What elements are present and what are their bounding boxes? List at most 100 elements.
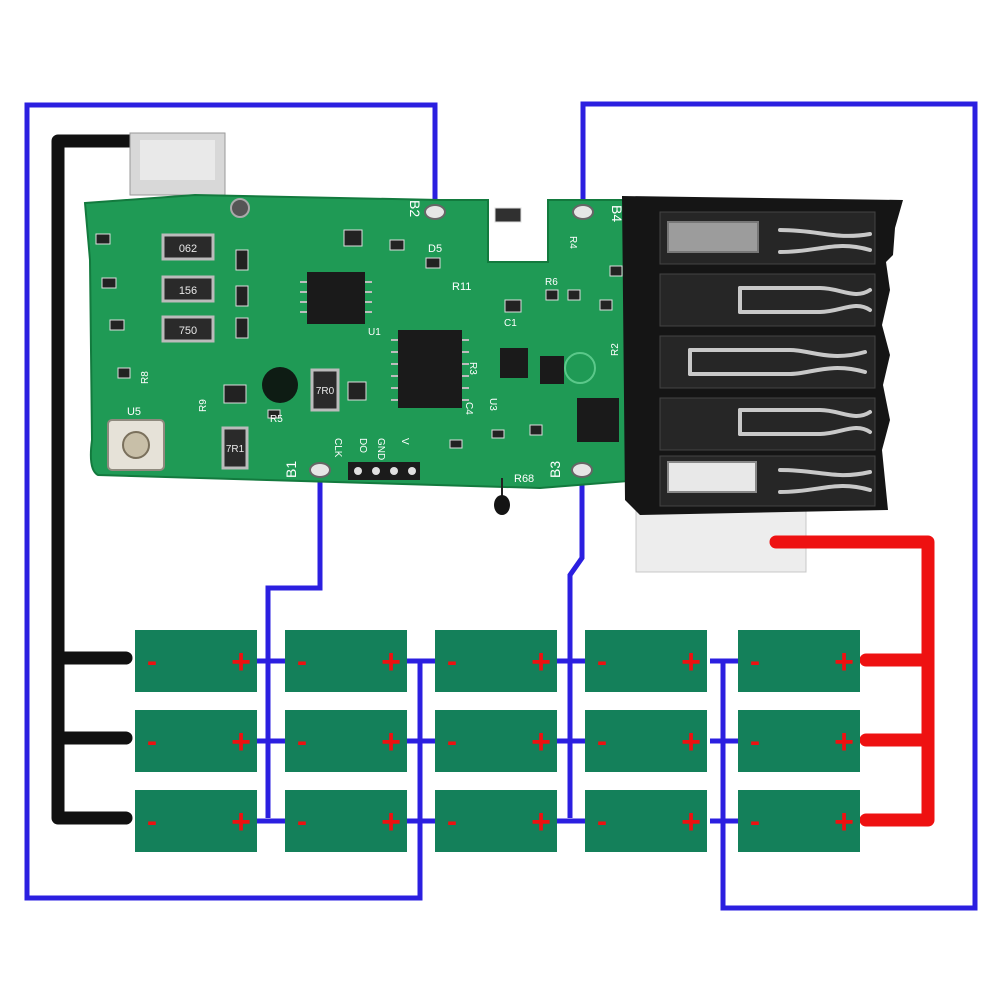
cell-negative-sign: - [297, 725, 307, 758]
pad-label-b1: B1 [283, 461, 299, 478]
cell-positive-sign: + [231, 643, 251, 681]
pcb-mount-hole [564, 352, 596, 384]
pcb-thermistor [494, 495, 510, 515]
cell-positive-sign: + [834, 723, 854, 761]
pcb-resistor [161, 315, 215, 343]
pcb-body [83, 193, 641, 490]
resistor-code: 156 [179, 285, 197, 297]
cell-negative-sign: - [297, 645, 307, 678]
cell-negative-sign: - [147, 645, 157, 678]
pcb-pad-b3 [571, 462, 593, 478]
resistor-code: 7R0 [316, 386, 335, 397]
pad-label-b4: B4 [609, 205, 625, 222]
resistor-code: 7R1 [226, 444, 245, 455]
battery-cell [285, 710, 407, 772]
cell-negative-sign: - [597, 725, 607, 758]
silk-c4: C4 [463, 402, 474, 415]
silk-v: V [399, 438, 410, 445]
cell-positive-sign: + [681, 803, 701, 841]
pcb-chip-u1 [398, 330, 462, 408]
cell-positive-sign: + [381, 723, 401, 761]
cell-positive-sign: + [531, 803, 551, 841]
battery-cell [585, 790, 707, 852]
cell-negative-sign: - [147, 805, 157, 838]
cell-negative-sign: - [447, 805, 457, 838]
wire-b4 [580, 101, 978, 911]
cell-positive-sign: + [381, 803, 401, 841]
silk-r68: R68 [514, 473, 534, 485]
terminal-connector [622, 196, 903, 573]
pcb-resistor [161, 275, 215, 303]
cell-positive-sign: + [531, 723, 551, 761]
pcb-header-pin [372, 467, 380, 475]
silk-r4: R4 [567, 236, 578, 249]
cell-negative-sign: - [597, 805, 607, 838]
cell-positive-sign: + [834, 803, 854, 841]
pcb-mount-hole [262, 367, 298, 403]
silk-u5: U5 [127, 406, 141, 418]
cell-negative-sign: - [447, 645, 457, 678]
battery-cell [435, 630, 557, 692]
silk-r9: R9 [198, 399, 209, 412]
resistor-code: 062 [179, 243, 197, 255]
battery-cell [738, 710, 860, 772]
pcb-header-pin [408, 467, 416, 475]
pad-label-b3: B3 [547, 461, 563, 478]
battery-cell [285, 790, 407, 852]
cell-negative-sign: - [750, 805, 760, 838]
black-wire [51, 134, 179, 825]
pcb-chip-u3 [307, 272, 365, 324]
silk-r11: R11 [452, 281, 471, 293]
silk-gnd: GND [375, 438, 386, 460]
cell-positive-sign: + [834, 643, 854, 681]
cell-negative-sign: - [750, 645, 760, 678]
pcb-board: 062 156 750 7R0 7R1 [83, 132, 641, 515]
cell-positive-sign: + [531, 643, 551, 681]
cell-positive-sign: + [231, 803, 251, 841]
cell-negative-sign: - [297, 805, 307, 838]
pcb-resistor [310, 368, 340, 412]
battery-cell [135, 790, 257, 852]
pcb-pad-b4 [572, 204, 594, 220]
cell-negative-sign: - [750, 725, 760, 758]
silk-r3: R3 [467, 362, 478, 375]
pcb-header-pin [390, 467, 398, 475]
cell-positive-sign: + [681, 723, 701, 761]
pcb-small-components [95, 207, 623, 449]
battery-cell [435, 790, 557, 852]
battery-cell [135, 710, 257, 772]
silk-do: DO [357, 438, 368, 453]
resistor-code: 750 [179, 325, 197, 337]
battery-cell [738, 630, 860, 692]
cell-negative-sign: - [447, 725, 457, 758]
pcb-resistor [161, 233, 215, 261]
battery-cell [738, 790, 860, 852]
cell-positive-sign: + [231, 723, 251, 761]
pad-label-b2: B2 [407, 200, 423, 217]
silk-u3: U3 [487, 398, 498, 411]
pcb-chip-q2 [540, 356, 564, 384]
cell-positive-sign: + [381, 643, 401, 681]
connector-contacts [667, 221, 872, 494]
pcb-chip-q1 [500, 348, 528, 378]
pcb-mount-hole [230, 198, 250, 218]
battery-cell [435, 710, 557, 772]
silk-r8: R8 [140, 371, 151, 384]
pcb-resistor [221, 426, 249, 470]
battery-cell [285, 630, 407, 692]
pcb-chip-u2 [577, 398, 619, 442]
silk-r6: R6 [545, 277, 558, 288]
pcb-header-pin [354, 467, 362, 475]
silk-c1: C1 [504, 318, 517, 329]
red-wire [769, 535, 935, 827]
cell-negative-sign: - [597, 645, 607, 678]
battery-cell [135, 630, 257, 692]
cell-negative-sign: - [147, 725, 157, 758]
pcb-pad-b1 [309, 462, 331, 478]
wire-b2 [24, 102, 438, 901]
silk-r2: R2 [610, 343, 621, 356]
silk-u1: U1 [368, 327, 381, 338]
battery-cell-grid: -+-+-+-+-+-+-+-+-+-+-+-+-+-+-+ [135, 630, 860, 852]
pcb-header [348, 462, 420, 480]
